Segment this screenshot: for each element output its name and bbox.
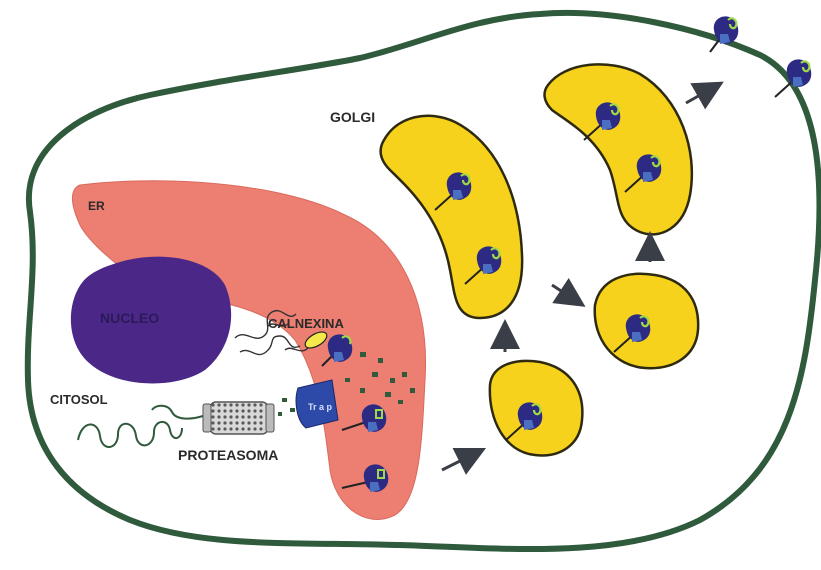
proteasome	[203, 402, 274, 434]
calnexin-label: CALNEXINA	[268, 316, 344, 331]
proteasome-label: PROTEASOMA	[178, 447, 278, 463]
er-label: ER	[88, 199, 105, 213]
cytosol-label: CITOSOL	[50, 392, 108, 407]
nucleus-label: NUCLEO	[100, 310, 159, 326]
golgi-label: GOLGI	[330, 109, 375, 125]
translocon-label: Tr a p	[308, 402, 333, 412]
